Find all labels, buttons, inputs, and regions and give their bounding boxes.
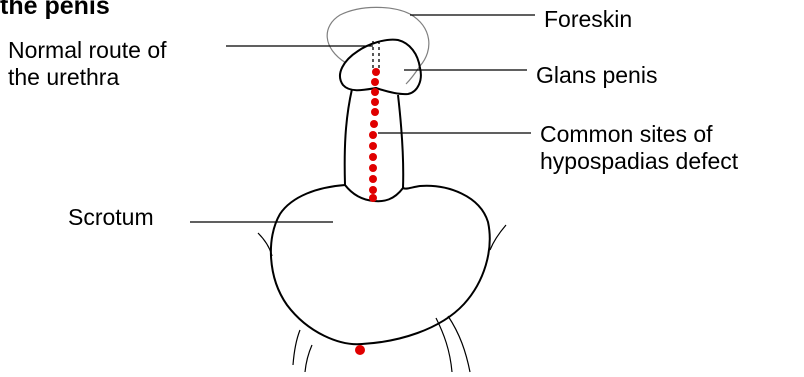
shaft-left-outline bbox=[345, 89, 352, 185]
left-leg-line-2 bbox=[305, 345, 312, 372]
normal-urethra-dashes bbox=[373, 41, 379, 68]
right-leg-line-1 bbox=[436, 318, 452, 372]
shaft-right-outline bbox=[398, 95, 403, 188]
scrotum-outline bbox=[271, 185, 490, 344]
left-leg-line-1 bbox=[293, 330, 300, 365]
right-thigh-line bbox=[490, 225, 506, 250]
hypospadias-defect-dots bbox=[355, 68, 380, 355]
glans-outline bbox=[340, 40, 421, 95]
